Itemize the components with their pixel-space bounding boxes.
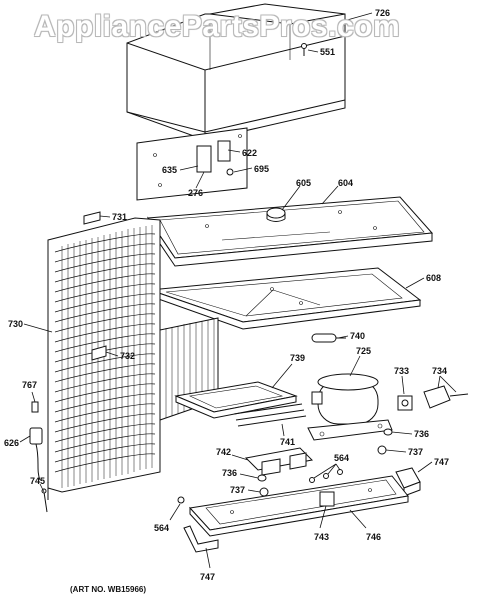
callout-551: 551	[320, 47, 335, 57]
drip-tray-frame-part	[149, 267, 422, 330]
callout-746: 746	[366, 532, 381, 542]
screw-part-551	[301, 43, 307, 56]
tubes-part-741	[233, 403, 307, 427]
callout-732: 732	[120, 351, 135, 361]
callout-276: 276	[188, 188, 203, 198]
callout-743: 743	[314, 532, 329, 542]
relay-part	[397, 395, 413, 411]
evaporator-top-plate-part	[147, 196, 434, 267]
callout-564: 564	[334, 453, 349, 463]
callout-635: 635	[162, 165, 177, 175]
grommet-part-736b	[257, 474, 267, 482]
callout-737-lower: 737	[230, 485, 245, 495]
callout-730: 730	[8, 319, 23, 329]
callout-733: 733	[394, 366, 409, 376]
callout-739: 739	[290, 353, 305, 363]
callout-734: 734	[432, 366, 447, 376]
condenser-coil-part	[47, 217, 219, 500]
site-watermark: AppliancePartsPros.com	[34, 10, 401, 43]
callout-745: 745	[30, 476, 45, 486]
grommet-part-736a	[383, 428, 393, 436]
callout-747-lower: 747	[200, 572, 215, 582]
drain-tray-part	[174, 381, 298, 419]
callout-695: 695	[254, 164, 269, 174]
grommet-part-737a	[377, 445, 387, 455]
top-cover-part	[126, 3, 346, 141]
callout-608: 608	[426, 273, 441, 283]
callout-747: 747	[434, 457, 449, 467]
grommet-part-737b	[259, 487, 269, 497]
clip-part-767	[31, 401, 39, 413]
mounting-plate-part	[136, 127, 248, 201]
overload-part	[423, 385, 469, 409]
callout-605: 605	[296, 178, 311, 188]
callout-626: 626	[4, 438, 19, 448]
callout-726: 726	[375, 8, 390, 18]
callout-741: 741	[280, 437, 295, 447]
base-pan-part	[189, 475, 409, 537]
bracket-part-747b	[183, 525, 219, 553]
sensor-bulb-part	[311, 333, 346, 343]
callout-564-lower: 564	[154, 523, 169, 533]
callout-604: 604	[338, 178, 353, 188]
screw-part-564b	[177, 496, 185, 504]
screws-part-564a	[309, 469, 343, 483]
leader-lines	[19, 12, 457, 569]
clip-part-731	[83, 211, 101, 225]
callout-737: 737	[408, 447, 423, 457]
callout-742: 742	[216, 447, 231, 457]
callout-736-lower: 736	[222, 468, 237, 478]
callout-740: 740	[350, 331, 365, 341]
callout-731: 731	[112, 212, 127, 222]
callout-725: 725	[356, 346, 371, 356]
tube-part-745	[41, 488, 48, 513]
bracket-part-747a	[395, 467, 421, 497]
power-cord-part	[29, 427, 43, 481]
clip-part-732	[91, 345, 107, 361]
callout-767: 767	[22, 380, 37, 390]
callout-622: 622	[242, 148, 257, 158]
art-number-label: (ART NO. WB15966)	[70, 585, 147, 594]
callout-labels: 726 551 622 635 695 276 605 604 731 608 …	[4, 8, 449, 582]
callout-736: 736	[414, 429, 429, 439]
compressor-part	[307, 373, 393, 441]
bracket-part-742	[244, 447, 314, 476]
